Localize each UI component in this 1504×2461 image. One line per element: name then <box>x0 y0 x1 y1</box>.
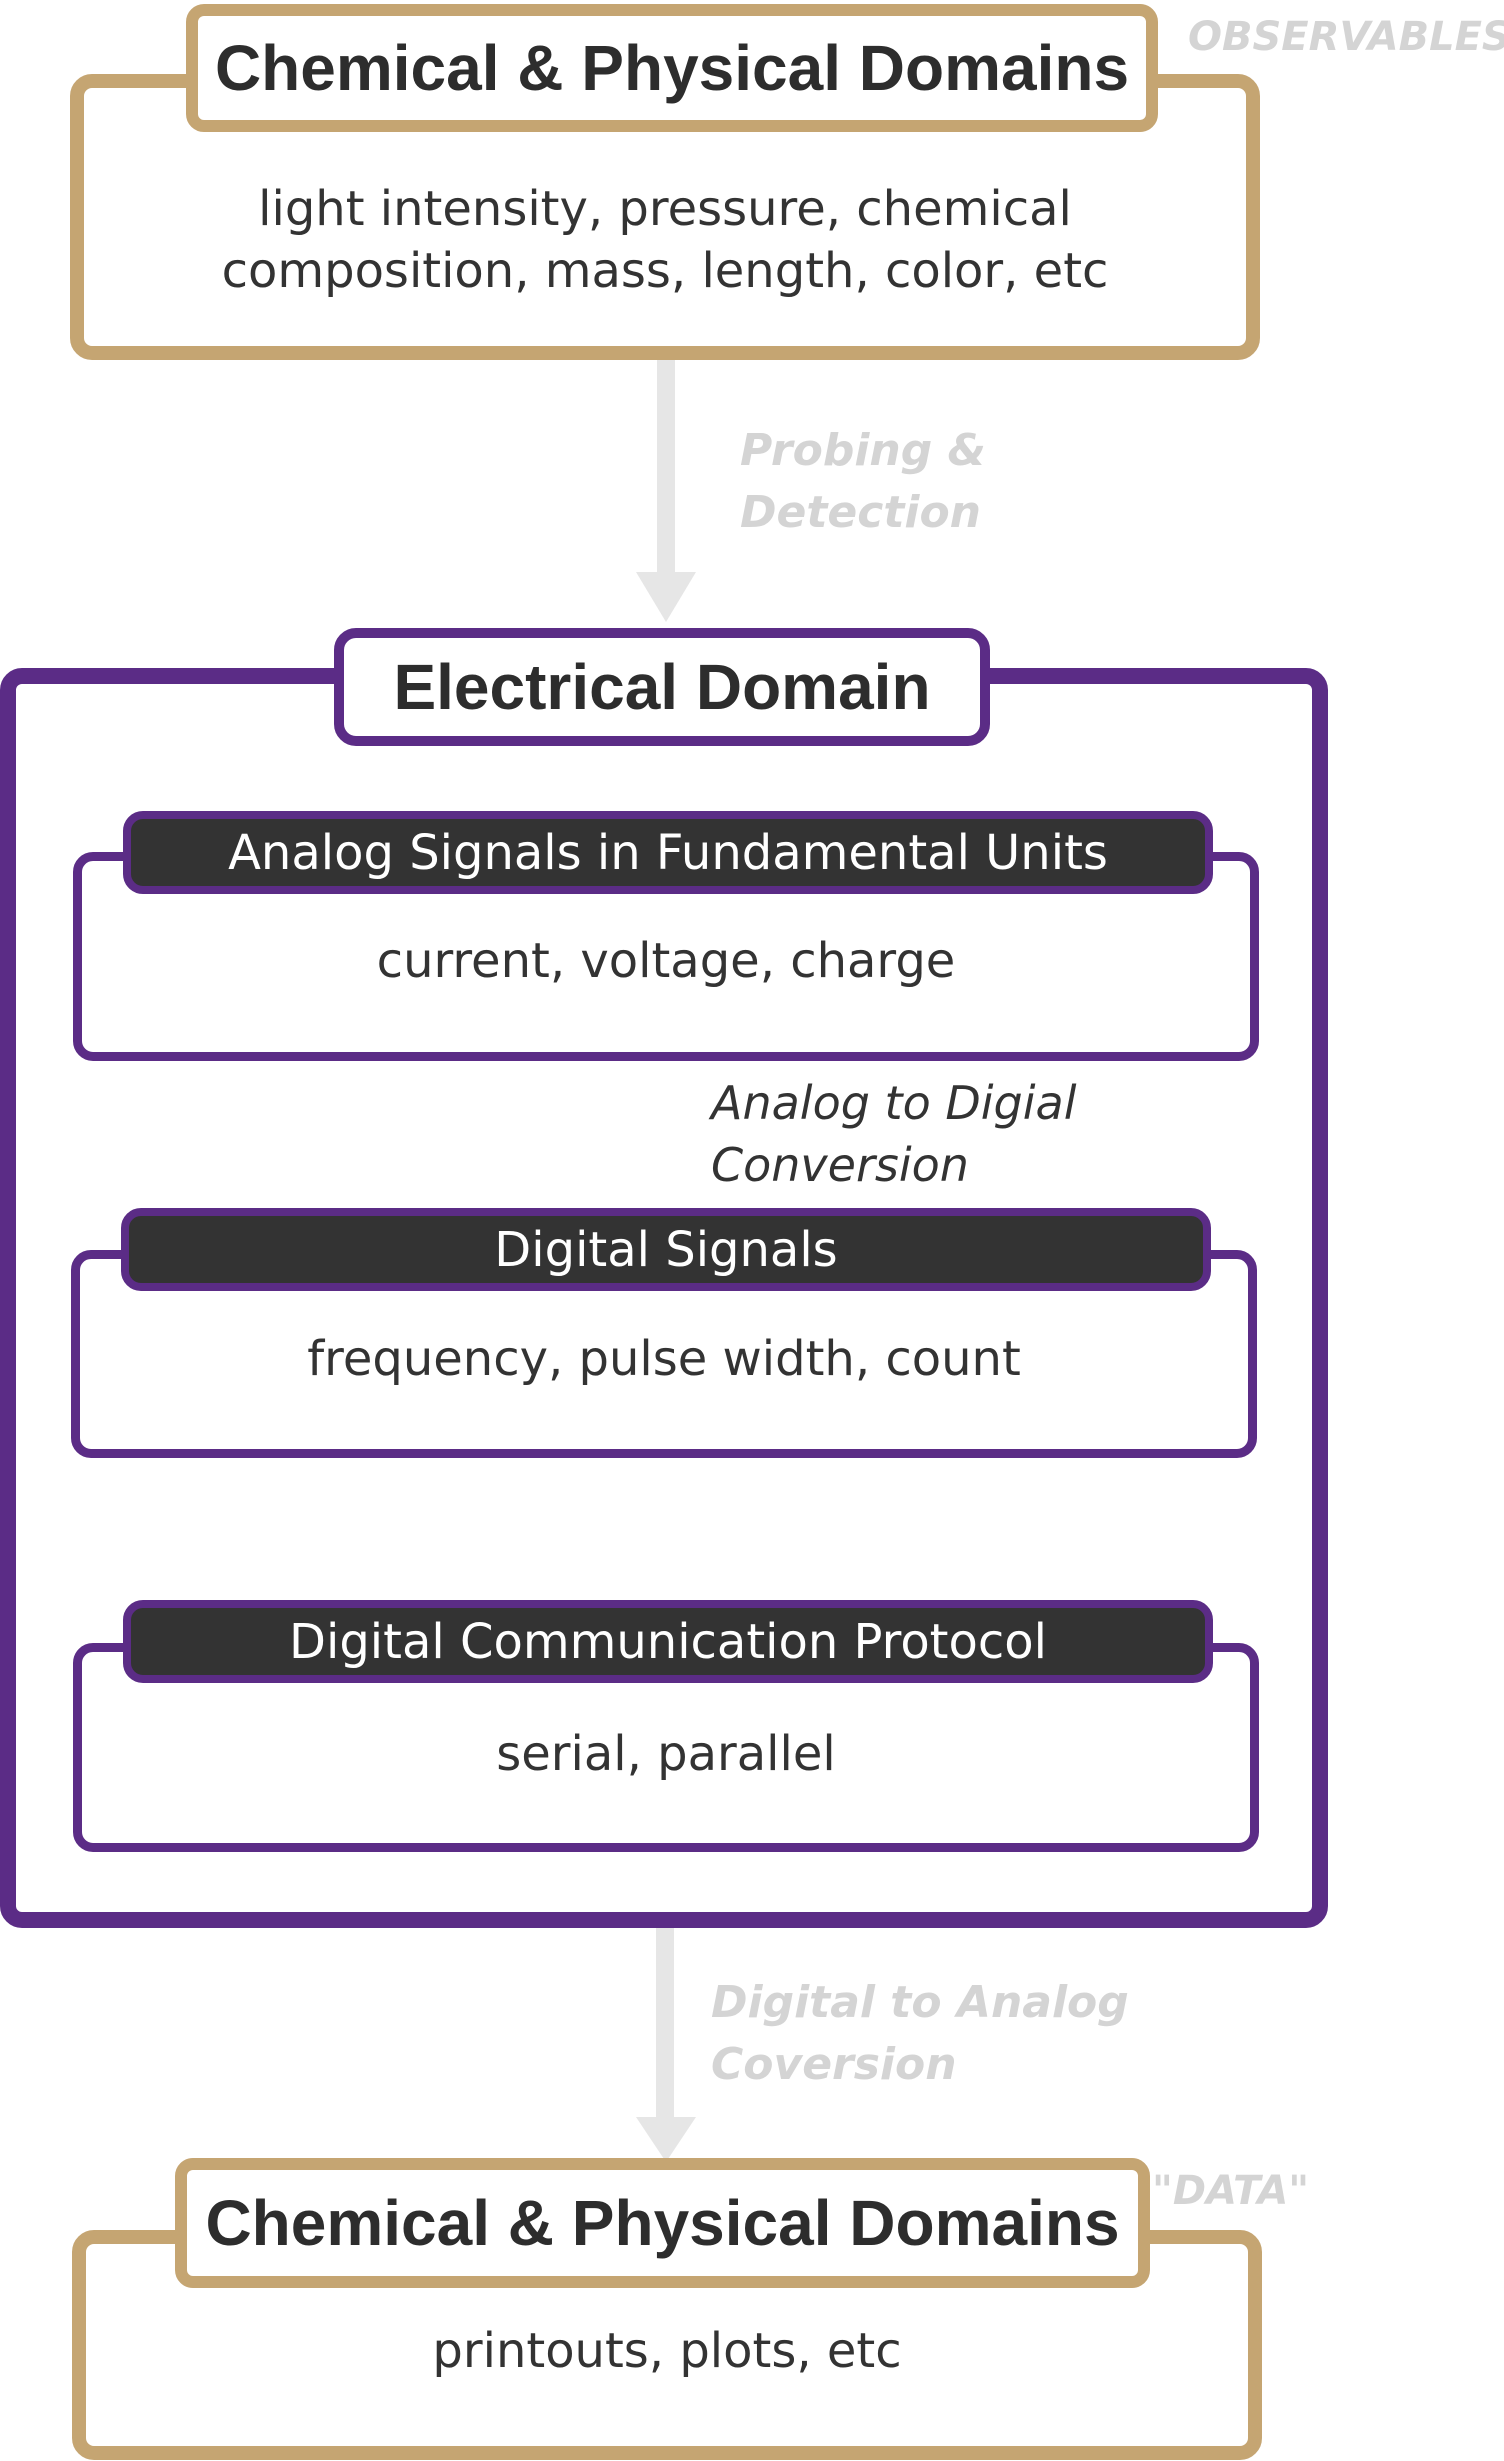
adc-label-line2: Conversion <box>711 1138 969 1192</box>
dac-label-line1: Digital to Analog <box>711 1977 1129 2028</box>
top-domain-body-line2: composition, mass, length, color, etc <box>221 243 1109 299</box>
stage-digital-body: frequency, pulse width, count <box>307 1331 1021 1387</box>
stage-digital-title: Digital Signals <box>121 1208 1211 1291</box>
stage-analog-body: current, voltage, charge <box>376 933 956 989</box>
electrical-domain-title: Electrical Domain <box>334 628 990 746</box>
stage-analog-title: Analog Signals in Fundamental Units <box>123 811 1213 894</box>
adc-label: Analog to Digial Conversion <box>711 1072 1077 1196</box>
dac-label-line2: Coversion <box>711 2039 957 2090</box>
probing-label-line1: Probing & <box>740 425 986 476</box>
dac-label: Digital to Analog Coversion <box>711 1972 1129 2096</box>
adc-label-line1: Analog to Digial <box>711 1076 1077 1130</box>
bottom-domain-title: Chemical & Physical Domains <box>175 2158 1150 2288</box>
observables-tag: OBSERVABLES <box>1188 14 1504 60</box>
top-domain-body-line1: light intensity, pressure, chemical <box>258 181 1072 237</box>
probing-arrow <box>636 355 696 622</box>
stage-protocol-title: Digital Communication Protocol <box>123 1600 1213 1683</box>
stage-protocol-body: serial, parallel <box>496 1726 836 1782</box>
probing-label-line2: Detection <box>740 487 981 538</box>
bottom-domain-body: printouts, plots, etc <box>432 2323 902 2379</box>
dac-arrow <box>636 1925 696 2162</box>
data-tag: "DATA" <box>1152 2168 1310 2214</box>
top-domain-body: light intensity, pressure, chemical comp… <box>84 170 1246 310</box>
probing-label: Probing & Detection <box>740 420 986 544</box>
top-domain-title: Chemical & Physical Domains <box>186 4 1158 132</box>
